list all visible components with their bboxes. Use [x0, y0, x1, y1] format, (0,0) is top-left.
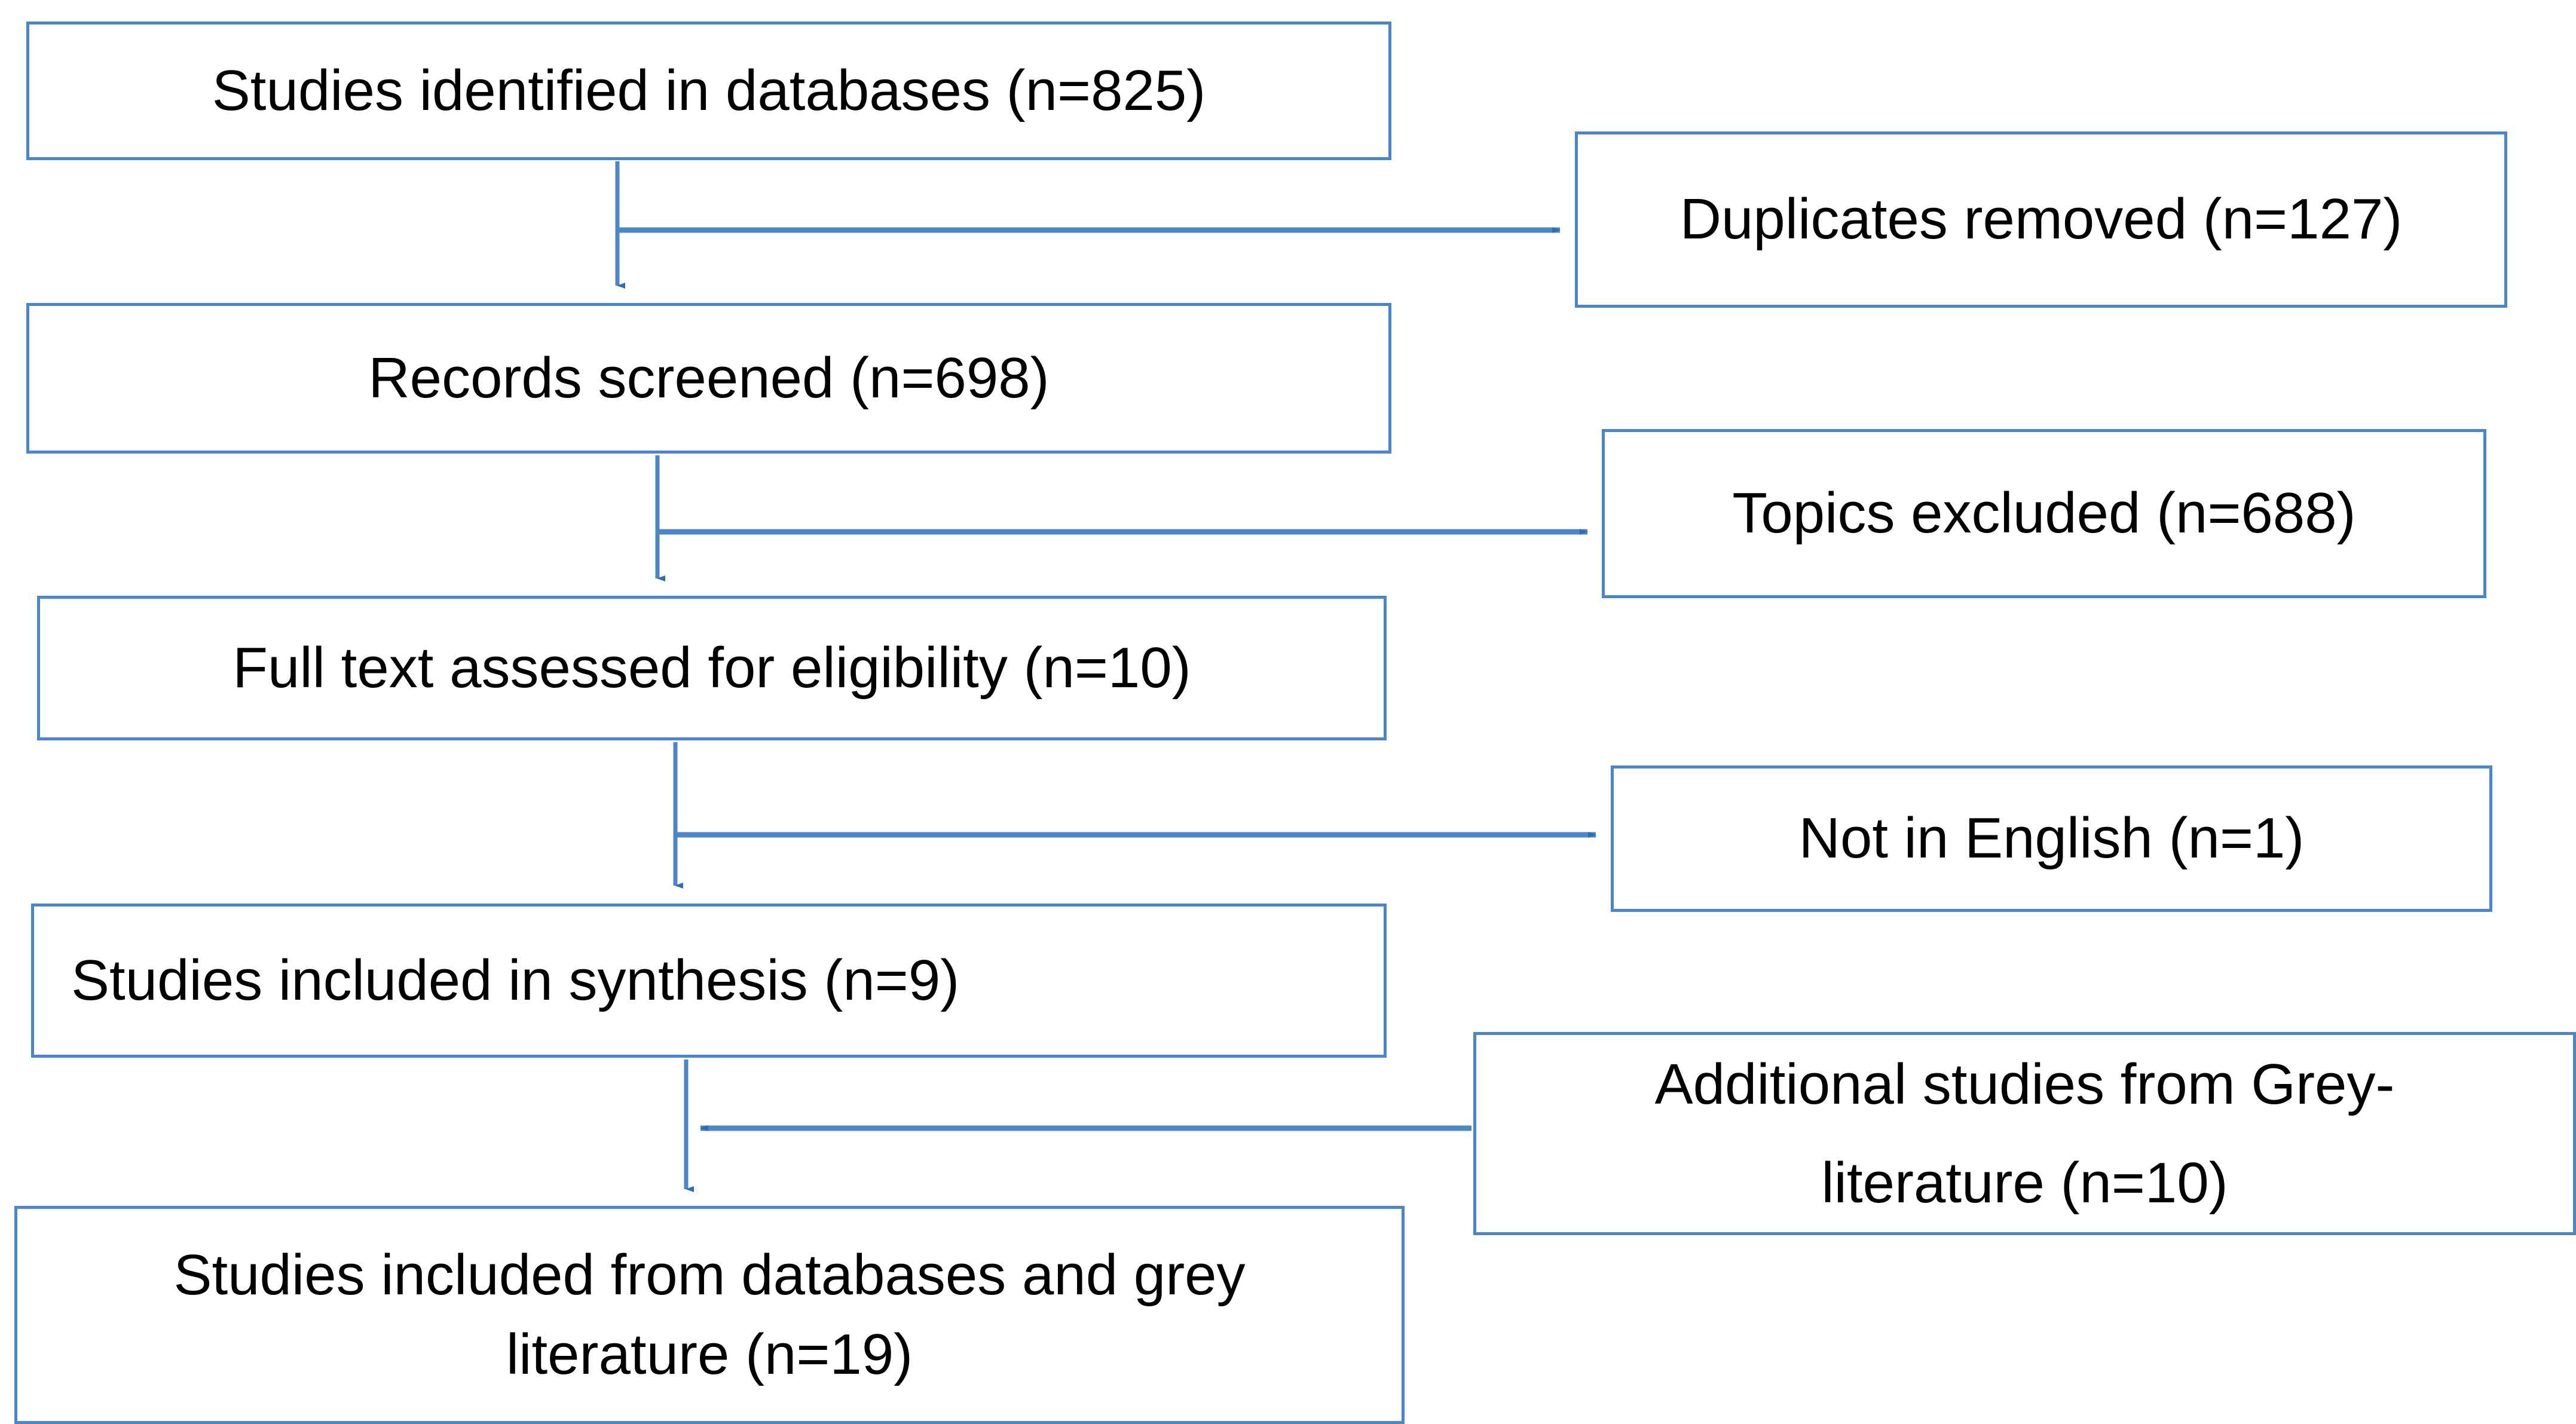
node-records-screened: Records screened (n=698): [26, 303, 1391, 454]
node-grey-line-2: literature (n=10): [1821, 1151, 2228, 1215]
node-topics-excluded-label: Topics excluded (n=688): [1732, 481, 2356, 546]
node-final-line-1: Studies included from databases and grey: [173, 1243, 1246, 1307]
node-additional-grey-literature-label: Additional studies from Grey- literature…: [1500, 1035, 2549, 1232]
node-additional-grey-literature: Additional studies from Grey- literature…: [1473, 1032, 2576, 1235]
node-duplicates-removed: Duplicates removed (n=127): [1575, 131, 2507, 308]
node-studies-included-final: Studies included from databases and grey…: [14, 1206, 1405, 1424]
node-final-line-2: literature (n=19): [506, 1322, 913, 1386]
node-full-text-assessed-label: Full text assessed for eligibility (n=10…: [232, 635, 1191, 700]
node-records-screened-label: Records screened (n=698): [368, 345, 1050, 410]
node-studies-identified-label: Studies identified in databases (n=825): [212, 58, 1206, 123]
node-grey-line-1: Additional studies from Grey-: [1654, 1052, 2395, 1116]
node-not-in-english-label: Not in English (n=1): [1798, 806, 2305, 871]
node-not-in-english: Not in English (n=1): [1611, 765, 2492, 912]
node-studies-identified: Studies identified in databases (n=825): [26, 22, 1391, 160]
node-full-text-assessed: Full text assessed for eligibility (n=10…: [37, 596, 1387, 740]
node-duplicates-removed-label: Duplicates removed (n=127): [1679, 187, 2403, 252]
node-studies-included-synthesis: Studies included in synthesis (n=9): [31, 904, 1387, 1058]
node-studies-included-synthesis-label: Studies included in synthesis (n=9): [71, 948, 960, 1012]
node-studies-included-final-label: Studies included from databases and grey…: [41, 1236, 1378, 1394]
node-topics-excluded: Topics excluded (n=688): [1602, 429, 2486, 598]
